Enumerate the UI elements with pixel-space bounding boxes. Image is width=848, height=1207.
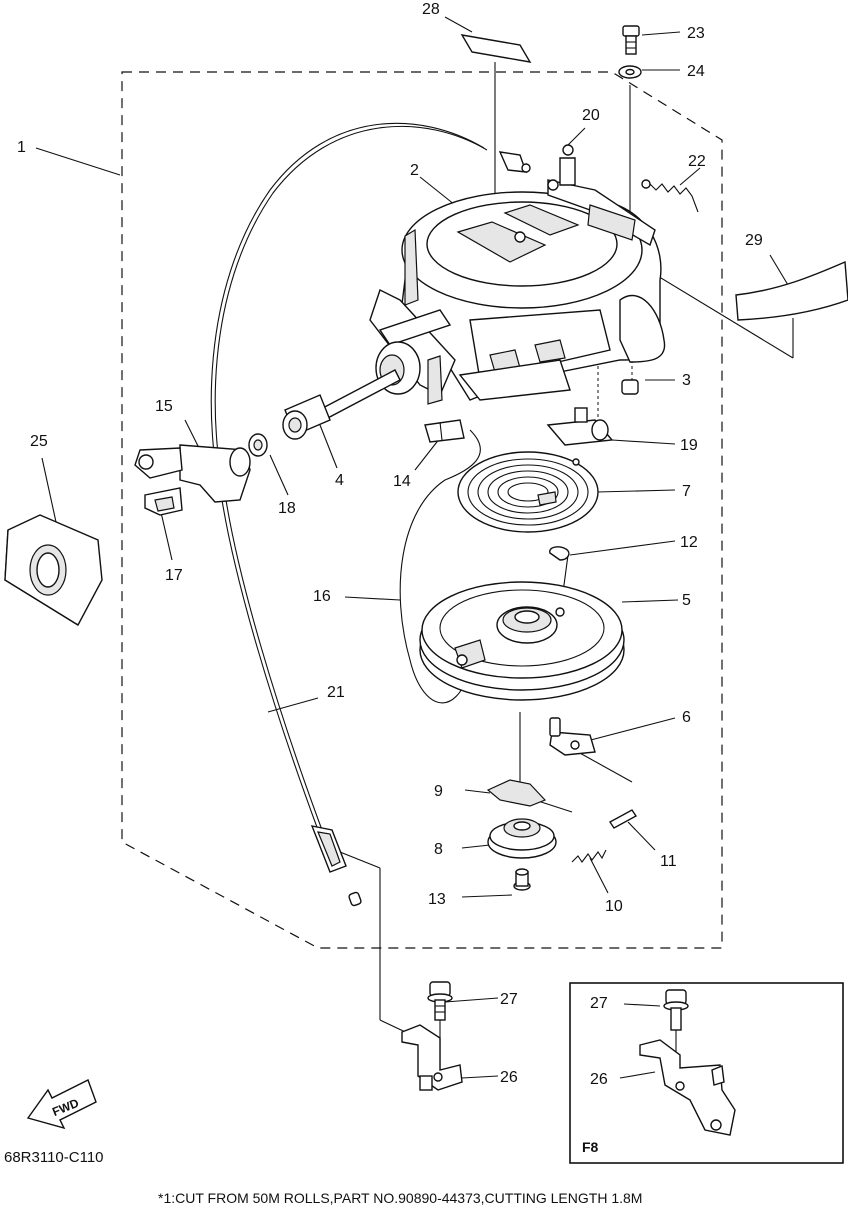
bolt-13 — [513, 868, 531, 891]
pulley-5 — [419, 581, 625, 701]
adjuster-4 — [282, 394, 331, 440]
callout-labels: 1 2 3 4 5 6 7 8 9 10 11 12 13 14 15 16 1… — [17, 1, 763, 1088]
inset-frame — [569, 982, 844, 1164]
callout-26: 26 — [500, 1069, 518, 1086]
callout-3: 3 — [682, 372, 691, 389]
bracket-20 — [547, 144, 656, 247]
callout-7: 7 — [682, 483, 691, 500]
grommet-25 — [4, 514, 103, 626]
callout-11: 11 — [660, 853, 677, 870]
callout-25: 25 — [30, 433, 48, 450]
leader-lines — [35, 16, 789, 1079]
stopper-19 — [546, 407, 614, 446]
inset-label: F8 — [582, 1139, 599, 1155]
cable-21 — [210, 122, 485, 831]
callout-18: 18 — [278, 500, 296, 517]
callout-9: 9 — [434, 783, 443, 800]
bolt-23 — [622, 25, 640, 55]
inset-bracket-26 — [639, 1039, 736, 1136]
callout-12: 12 — [680, 534, 698, 551]
decal-29 — [735, 260, 848, 321]
callout-16: 16 — [313, 588, 331, 605]
callout-5: 5 — [682, 592, 691, 609]
callout-4: 4 — [335, 472, 344, 489]
cable-16 — [399, 429, 481, 704]
drive-pawl-6 — [549, 717, 596, 756]
callout-19: 19 — [680, 437, 698, 454]
callout-10: 10 — [605, 898, 623, 915]
callout-29: 29 — [745, 232, 763, 249]
footnote: *1:CUT FROM 50M ROLLS,PART NO.90890-4437… — [158, 1190, 642, 1206]
spring-22 — [641, 179, 699, 213]
lever-15 — [134, 444, 251, 503]
callout-21: 21 — [327, 684, 345, 701]
spiral-spring-7 — [457, 451, 599, 533]
label-28 — [460, 34, 532, 63]
callout-2: 2 — [410, 162, 419, 179]
callout-22: 22 — [688, 153, 706, 170]
callout-17: 17 — [165, 567, 183, 584]
washer-24 — [618, 65, 642, 79]
plate-9 — [486, 779, 547, 807]
callout-6: 6 — [682, 709, 691, 726]
drawing-code: 68R3110-C110 — [4, 1149, 104, 1166]
callout-23: 23 — [687, 25, 705, 42]
callout-13: 13 — [428, 891, 446, 908]
fwd-arrow-icon — [26, 1079, 97, 1130]
inset-callout-27: 27 — [590, 995, 608, 1012]
collar-3 — [621, 379, 639, 395]
callout-28: 28 — [422, 1, 440, 18]
cable-end-fitting — [310, 825, 362, 907]
nut-18 — [248, 433, 268, 457]
callout-24: 24 — [687, 63, 705, 80]
pin-11 — [608, 809, 638, 829]
recoil-housing-2 — [369, 191, 666, 405]
clamp-14 — [424, 419, 465, 443]
cable-top-end — [498, 151, 531, 173]
callout-14: 14 — [393, 473, 411, 490]
bolt-27 — [427, 981, 453, 1021]
bracket-26 — [401, 1024, 463, 1091]
drive-plate-8 — [487, 818, 557, 859]
clip-17 — [144, 487, 183, 516]
callout-15: 15 — [155, 398, 173, 415]
callout-27: 27 — [500, 991, 518, 1008]
spring-10 — [571, 849, 607, 863]
inset-callout-26: 26 — [590, 1071, 608, 1088]
inset-bolt-27 — [663, 989, 689, 1060]
callout-8: 8 — [434, 841, 443, 858]
clip-12 — [549, 546, 570, 561]
callout-1: 1 — [17, 139, 26, 156]
callout-20: 20 — [582, 107, 600, 124]
